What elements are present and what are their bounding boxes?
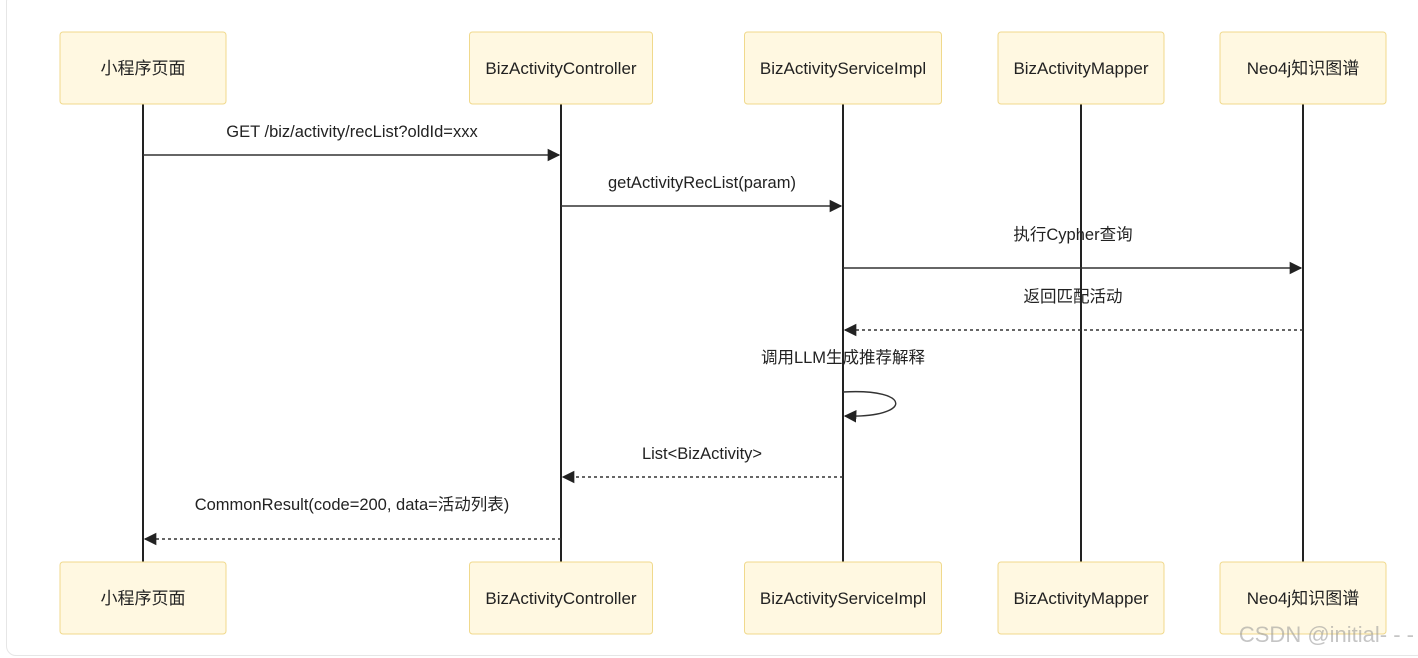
message-label-2: getActivityRecList(param) [608, 174, 796, 192]
diagram-frame [6, 0, 1418, 656]
participant-label-bottom-p2: BizActivityController [485, 589, 636, 608]
message-label-6: List<BizActivity> [642, 445, 762, 463]
participant-box-top-p4 [997, 31, 1165, 105]
message-arrow-5 [842, 390, 897, 423]
participant-box-top-p1 [59, 31, 227, 105]
participant-box-top-p5 [1219, 31, 1387, 105]
participant-box-bottom-p4 [997, 561, 1165, 635]
participant-label-top-p2: BizActivityController [485, 59, 636, 78]
message-label-5: 调用LLM生成推荐解释 [761, 348, 926, 367]
participant-box-top-p2 [469, 31, 653, 105]
message-label-7: CommonResult(code=200, data=活动列表) [195, 495, 510, 514]
participant-label-top-p3: BizActivityServiceImpl [760, 59, 926, 78]
participant-label-top-p1: 小程序页面 [101, 59, 186, 78]
participant-box-top-p3 [744, 31, 942, 105]
message-label-4: 返回匹配活动 [1024, 287, 1123, 306]
participant-label-top-p5: Neo4j知识图谱 [1247, 59, 1359, 78]
participant-box-bottom-p3 [744, 561, 942, 635]
participant-label-bottom-p5: Neo4j知识图谱 [1247, 589, 1359, 608]
message-label-3: 执行Cypher查询 [1013, 225, 1132, 244]
participant-label-top-p4: BizActivityMapper [1013, 59, 1148, 78]
participant-box-bottom-p1 [59, 561, 227, 635]
participant-box-bottom-p2 [469, 561, 653, 635]
participant-label-bottom-p4: BizActivityMapper [1013, 589, 1148, 608]
watermark: CSDN @initial- - - [1238, 622, 1414, 647]
participant-label-bottom-p3: BizActivityServiceImpl [760, 589, 926, 608]
participant-label-bottom-p1: 小程序页面 [101, 589, 186, 608]
participant-box-bottom-p5 [1219, 561, 1387, 635]
message-label-1: GET /biz/activity/recList?oldId=xxx [226, 123, 478, 141]
